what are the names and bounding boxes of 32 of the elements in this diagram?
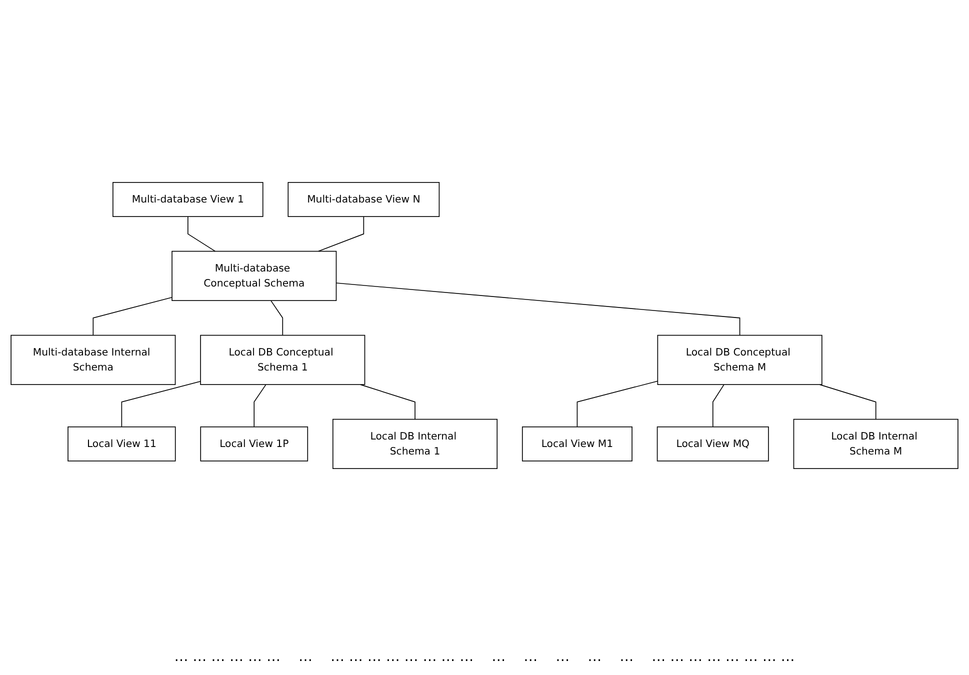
ellipsis-text: … xyxy=(556,649,570,665)
connector xyxy=(270,300,284,336)
node-box: Local View M1 xyxy=(522,426,632,462)
ellipsis-text: … xyxy=(298,649,312,665)
connector xyxy=(92,296,172,336)
ellipsis-text: … xyxy=(588,649,602,665)
connector xyxy=(712,384,724,428)
node-box: Local DB Internal Schema 1 xyxy=(332,418,498,469)
node-box: Local View MQ xyxy=(656,426,769,462)
connector xyxy=(336,282,740,336)
ellipsis-text: … … … … … … xyxy=(174,649,280,665)
connector xyxy=(576,380,658,428)
connector xyxy=(819,384,876,420)
connector xyxy=(360,384,416,420)
connector xyxy=(254,384,266,428)
node-box: Local DB Conceptual Schema M xyxy=(657,334,822,385)
node-box: Local View 11 xyxy=(68,426,176,462)
connector xyxy=(188,216,216,252)
connector xyxy=(121,380,201,428)
node-box: Multi-database View 1 xyxy=(112,182,264,217)
node-box: Multi-database Conceptual Schema xyxy=(172,250,337,301)
node-box: Local View 1P xyxy=(200,426,308,462)
ellipsis-text: … … … … … … … … xyxy=(652,649,795,665)
ellipsis-text: … … … … … … … … xyxy=(330,649,474,665)
node-box: Multi-database Internal Schema xyxy=(10,334,176,385)
ellipsis-text: … xyxy=(524,649,538,665)
node-box: Multi-database View N xyxy=(288,182,440,217)
connector xyxy=(318,216,364,252)
node-box: Local DB Internal Schema M xyxy=(793,418,958,469)
node-box: Local DB Conceptual Schema 1 xyxy=(200,334,366,385)
ellipsis-text: … xyxy=(492,649,506,665)
ellipsis-text: … xyxy=(620,649,634,665)
